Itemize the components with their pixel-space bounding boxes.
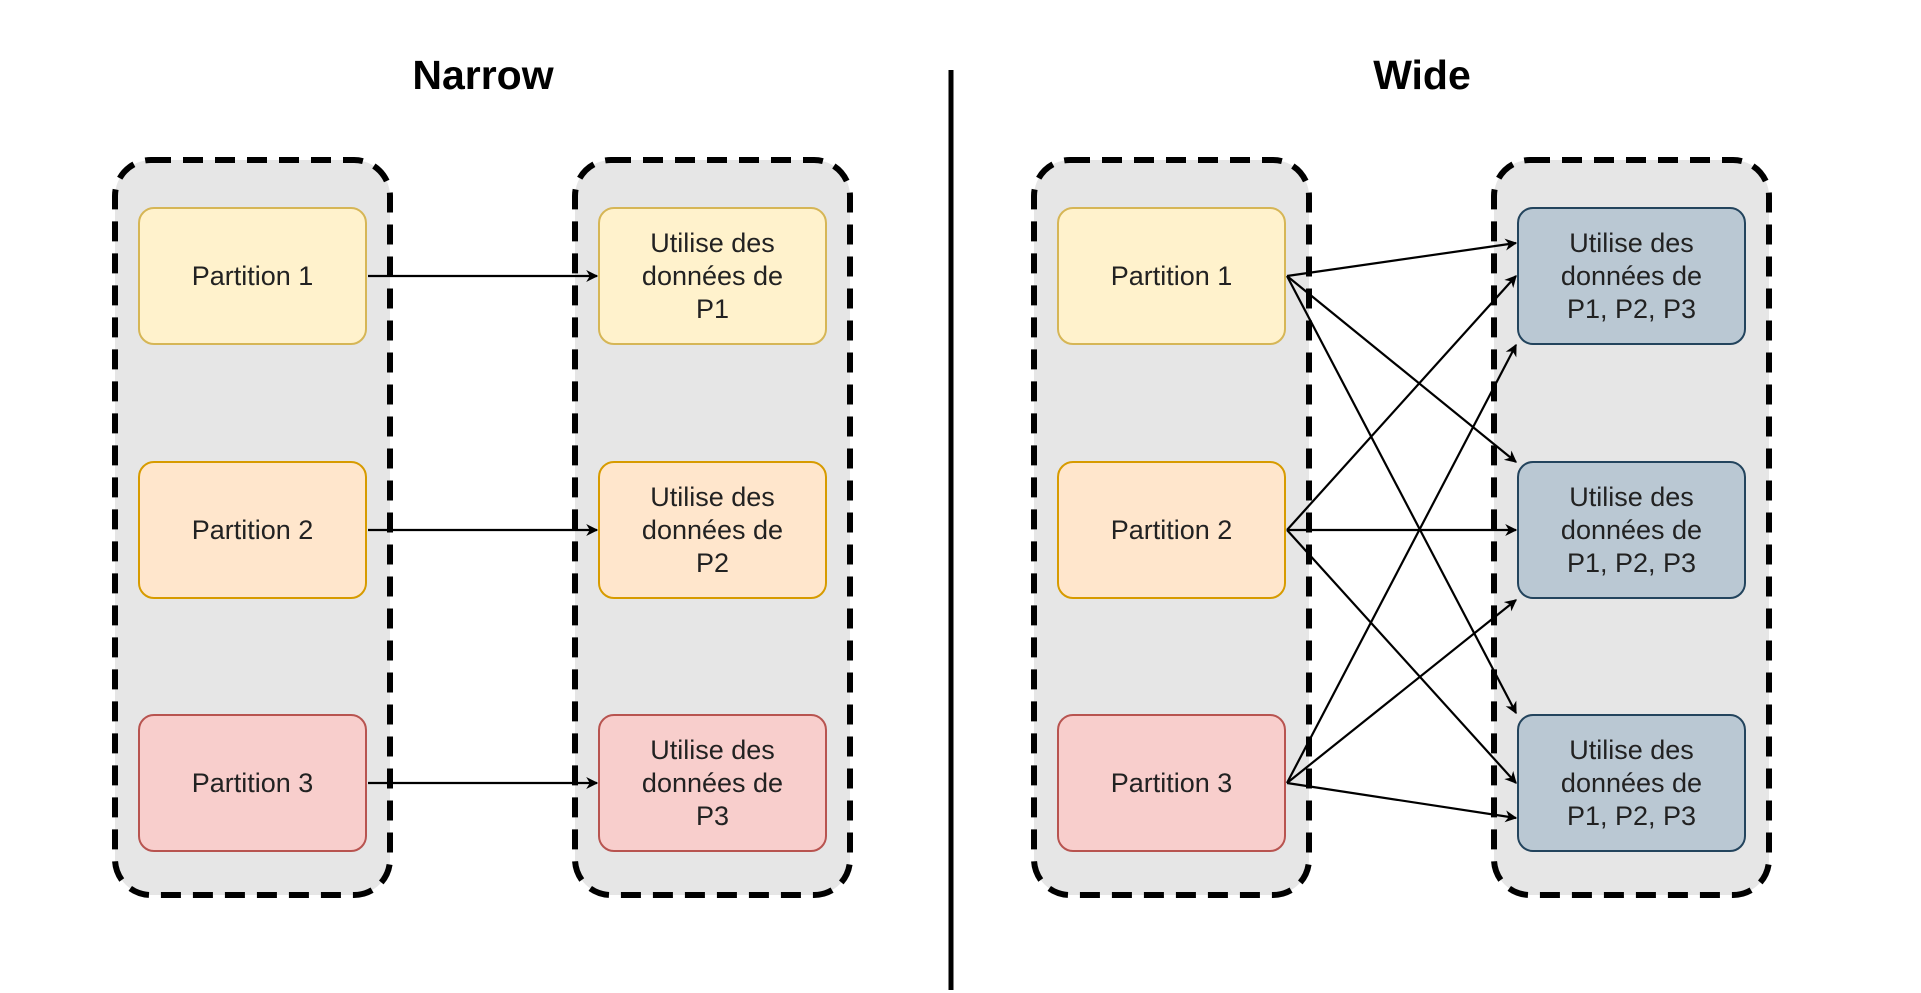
wide-arrow-p1-t3 — [1286, 275, 1517, 715]
wide-title: Wide — [1373, 52, 1471, 98]
wide-partition-3: Partition 3 — [1057, 714, 1286, 852]
narrow-target-2: Utilise des données de P2 — [598, 461, 827, 599]
narrow-partition-3: Partition 3 — [138, 714, 367, 852]
wide-arrow-p3-t3 — [1286, 781, 1518, 823]
narrow-title: Narrow — [412, 52, 554, 98]
narrow-partition-1: Partition 1 — [138, 207, 367, 345]
narrow-target-3: Utilise des données de P3 — [598, 714, 827, 852]
wide-arrow-p2-t3 — [1286, 529, 1517, 784]
wide-target-1: Utilise des données de P1, P2, P3 — [1517, 207, 1746, 345]
narrow-partition-2: Partition 2 — [138, 461, 367, 599]
wide-arrow-p2-t1 — [1286, 275, 1517, 531]
wide-arrow-p1-t2 — [1286, 275, 1517, 463]
wide-partition-1: Partition 1 — [1057, 207, 1286, 345]
narrow-target-1: Utilise des données de P1 — [598, 207, 827, 345]
wide-arrow-p3-t1 — [1286, 343, 1517, 784]
wide-arrow-p1-t1 — [1286, 238, 1518, 278]
wide-target-3: Utilise des données de P1, P2, P3 — [1517, 714, 1746, 852]
wide-partition-2: Partition 2 — [1057, 461, 1286, 599]
wide-target-2: Utilise des données de P1, P2, P3 — [1517, 461, 1746, 599]
wide-arrow-p3-t2 — [1286, 599, 1517, 784]
